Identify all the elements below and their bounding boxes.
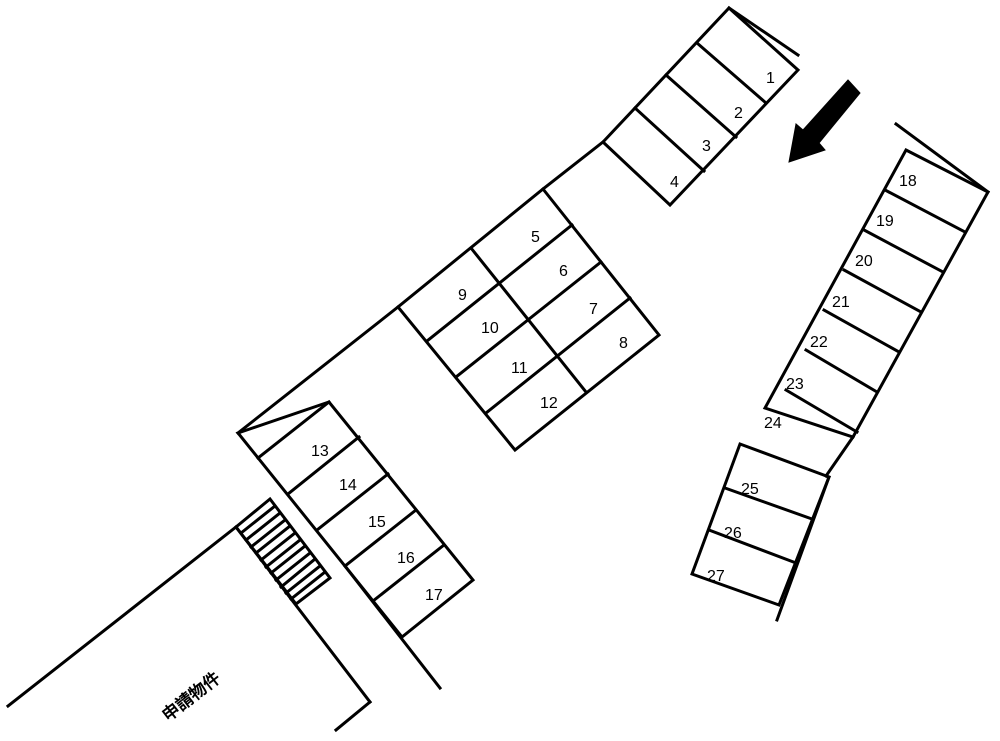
space-13-label: 13 [311, 443, 329, 460]
space-18-label: 18 [899, 173, 917, 190]
space-1-label: 1 [766, 70, 775, 87]
space-10-label: 10 [481, 320, 499, 337]
space-6-label: 6 [559, 263, 568, 280]
space-23-label: 23 [786, 376, 804, 393]
property-label: 申請物件 [158, 668, 225, 726]
space-20-label: 20 [855, 253, 873, 270]
space-2-label: 2 [734, 105, 743, 122]
space-17-label: 17 [425, 587, 443, 604]
space-24-label: 24 [764, 415, 782, 432]
space-4-label: 4 [670, 174, 679, 191]
space-16-label: 16 [397, 550, 415, 567]
space-8-label: 8 [619, 335, 628, 352]
entrance-arrow-icon [788, 79, 861, 163]
space-block-13-17 [235, 399, 476, 691]
space-27-label: 27 [707, 568, 725, 585]
space-block-1-4 [600, 5, 801, 208]
space-9-label: 9 [458, 287, 467, 304]
space-25-label: 25 [741, 481, 759, 498]
space-22-label: 22 [810, 334, 828, 351]
space-12-label: 12 [540, 395, 558, 412]
space-26-label: 26 [724, 525, 742, 542]
space-7-label: 7 [589, 301, 598, 318]
crosswalk-hatch [233, 496, 333, 607]
space-15-label: 15 [368, 514, 386, 531]
space-11-label: 11 [511, 360, 528, 377]
space-block-5-12 [395, 186, 662, 453]
space-14-label: 14 [339, 477, 357, 494]
property-outline [5, 524, 373, 733]
space-19-label: 19 [876, 213, 894, 230]
space-block-18-24 [762, 121, 991, 479]
boundary-line-upper [540, 139, 606, 192]
space-block-25-27 [690, 442, 831, 622]
space-21-label: 21 [832, 294, 850, 311]
space-3-label: 3 [702, 138, 711, 155]
boundary-line-middle [235, 304, 401, 436]
space-5-label: 5 [531, 229, 540, 246]
